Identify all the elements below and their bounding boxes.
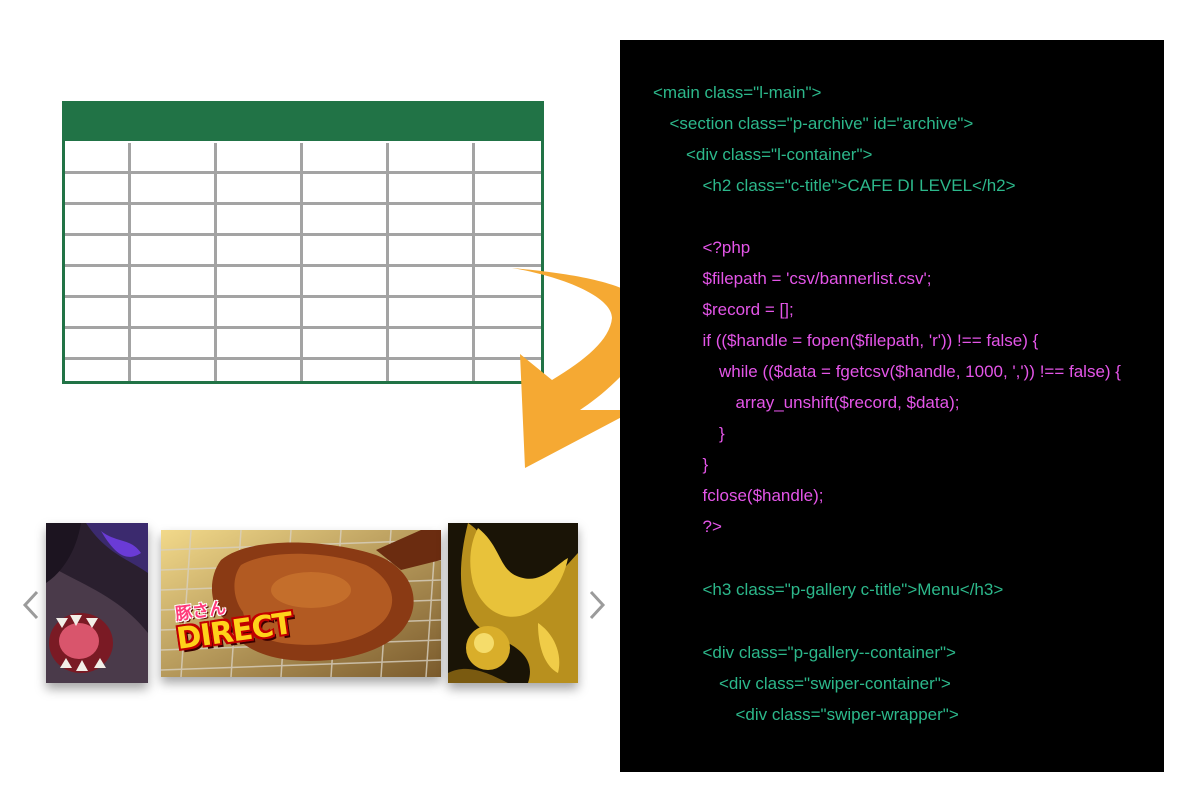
spreadsheet-cell (217, 360, 303, 381)
spreadsheet-cell (303, 143, 389, 174)
spreadsheet-cell (303, 360, 389, 381)
spreadsheet-cell (303, 329, 389, 360)
spreadsheet-header-bar (65, 101, 541, 141)
chevron-right-icon[interactable] (586, 590, 608, 625)
spreadsheet-cell (65, 329, 131, 360)
spreadsheet (62, 101, 544, 384)
spreadsheet-cell (389, 174, 475, 205)
code-panel: <main class="l-main"> <section class="p-a… (620, 40, 1164, 772)
code-line: <h2 class="c-title">CAFE DI LEVEL</h2> (702, 176, 1016, 195)
code-line: $record = []; (702, 300, 794, 319)
spreadsheet-cell (217, 267, 303, 298)
code-line: ?> (702, 517, 722, 536)
spreadsheet-cell (389, 236, 475, 267)
spreadsheet-cell (217, 236, 303, 267)
spreadsheet-cell (65, 267, 131, 298)
spreadsheet-cell (131, 267, 217, 298)
spreadsheet-cell (389, 360, 475, 381)
spreadsheet-cell (389, 298, 475, 329)
spreadsheet-cell (217, 174, 303, 205)
spreadsheet-cell (303, 267, 389, 298)
slide-center-pork-banner[interactable]: 豚さん DIRECT (161, 530, 441, 677)
spreadsheet-cell (65, 143, 131, 174)
spreadsheet-cell (217, 329, 303, 360)
spreadsheet-cell (389, 205, 475, 236)
code-line: $filepath = 'csv/bannerlist.csv'; (702, 269, 932, 288)
spreadsheet-cell (303, 236, 389, 267)
spreadsheet-cell (303, 174, 389, 205)
spreadsheet-cell (475, 267, 541, 298)
spreadsheet-cell (475, 329, 541, 360)
spreadsheet-cell (389, 329, 475, 360)
slide-left-monster[interactable] (46, 523, 148, 683)
spreadsheet-cell (475, 298, 541, 329)
spreadsheet-cell (65, 174, 131, 205)
spreadsheet-grid (65, 141, 541, 381)
spreadsheet-cell (131, 205, 217, 236)
code-line: <div class="swiper-container"> (719, 674, 951, 693)
spreadsheet-cell (65, 360, 131, 381)
spreadsheet-cell (217, 143, 303, 174)
spreadsheet-cell (131, 298, 217, 329)
spreadsheet-cell (389, 143, 475, 174)
spreadsheet-cell (131, 329, 217, 360)
code-line: if (($handle = fopen($filepath, 'r')) !=… (702, 331, 1039, 350)
spreadsheet-cell (475, 205, 541, 236)
code-line: while (($data = fgetcsv($handle, 1000, '… (719, 362, 1121, 381)
spreadsheet-cell (303, 205, 389, 236)
slide-right-dragon[interactable] (448, 523, 578, 683)
spreadsheet-cell (475, 174, 541, 205)
spreadsheet-cell (65, 236, 131, 267)
code-line: array_unshift($record, $data); (735, 393, 960, 412)
code-line: <?php (702, 238, 751, 257)
spreadsheet-cell (475, 236, 541, 267)
spreadsheet-cell (131, 143, 217, 174)
spreadsheet-cell (475, 143, 541, 174)
code-line: fclose($handle); (702, 486, 824, 505)
code-line: <section class="p-archive" id="archive"> (669, 114, 974, 133)
spreadsheet-cell (217, 205, 303, 236)
spreadsheet-cell (389, 267, 475, 298)
code-line: <h3 class="p-gallery c-title">Menu</h3> (702, 580, 1004, 599)
code-line: <div class="p-gallery--container"> (702, 643, 957, 662)
code-line: <div class="swiper-wrapper"> (735, 705, 959, 724)
spreadsheet-cell (131, 236, 217, 267)
chevron-left-icon[interactable] (20, 590, 42, 625)
code-line: } (702, 455, 709, 474)
banner-carousel: 豚さん DIRECT (20, 523, 608, 683)
spreadsheet-cell (131, 174, 217, 205)
code-line: } (719, 424, 725, 443)
code-line: <main class="l-main"> (653, 83, 822, 102)
spreadsheet-cell (131, 360, 217, 381)
code-line: <div class="l-container"> (686, 145, 873, 164)
spreadsheet-cell (303, 298, 389, 329)
spreadsheet-cell (65, 205, 131, 236)
spreadsheet-cell (65, 298, 131, 329)
spreadsheet-cell (217, 298, 303, 329)
